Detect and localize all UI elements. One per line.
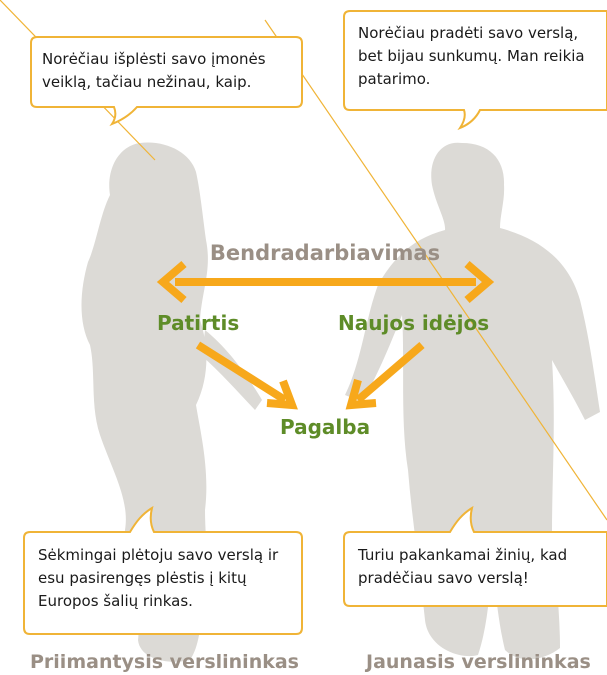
speech-bubble-top-right <box>343 10 607 131</box>
bubble-text-bottom-right: Turiu pakankamai žinių, kad pradėčiau sa… <box>358 546 568 587</box>
caption-left-person: Priimantysis verslininkas <box>30 651 299 673</box>
speech-bubble-bottom-right <box>343 505 607 607</box>
label-help: Pagalba <box>280 415 371 439</box>
bubble-text-top-right: Norėčiau pradėti savo verslą, bet bijau … <box>358 24 585 88</box>
new-ideas-arrow <box>345 341 425 410</box>
caption-right-person: Jaunasis verslininkas <box>366 651 591 673</box>
diagonal-line-main <box>264 19 607 521</box>
experience-arrow <box>195 341 298 410</box>
bubble-text-bottom-left: Sėkmingai plėtoju savo verslą ir esu pas… <box>38 546 279 610</box>
label-experience: Patirtis <box>157 311 240 335</box>
collaboration-double-arrow <box>156 260 495 304</box>
man-silhouette <box>345 142 600 660</box>
speech-bubble-bottom-left <box>23 505 303 635</box>
label-collaboration: Bendradarbiavimas <box>209 241 441 265</box>
label-new-ideas: Naujos idėjos <box>338 311 490 335</box>
bubble-text-top-left: Norėčiau išplėsti savo įmonės veiklą, ta… <box>42 50 266 91</box>
speech-bubble-top-left <box>30 36 303 127</box>
